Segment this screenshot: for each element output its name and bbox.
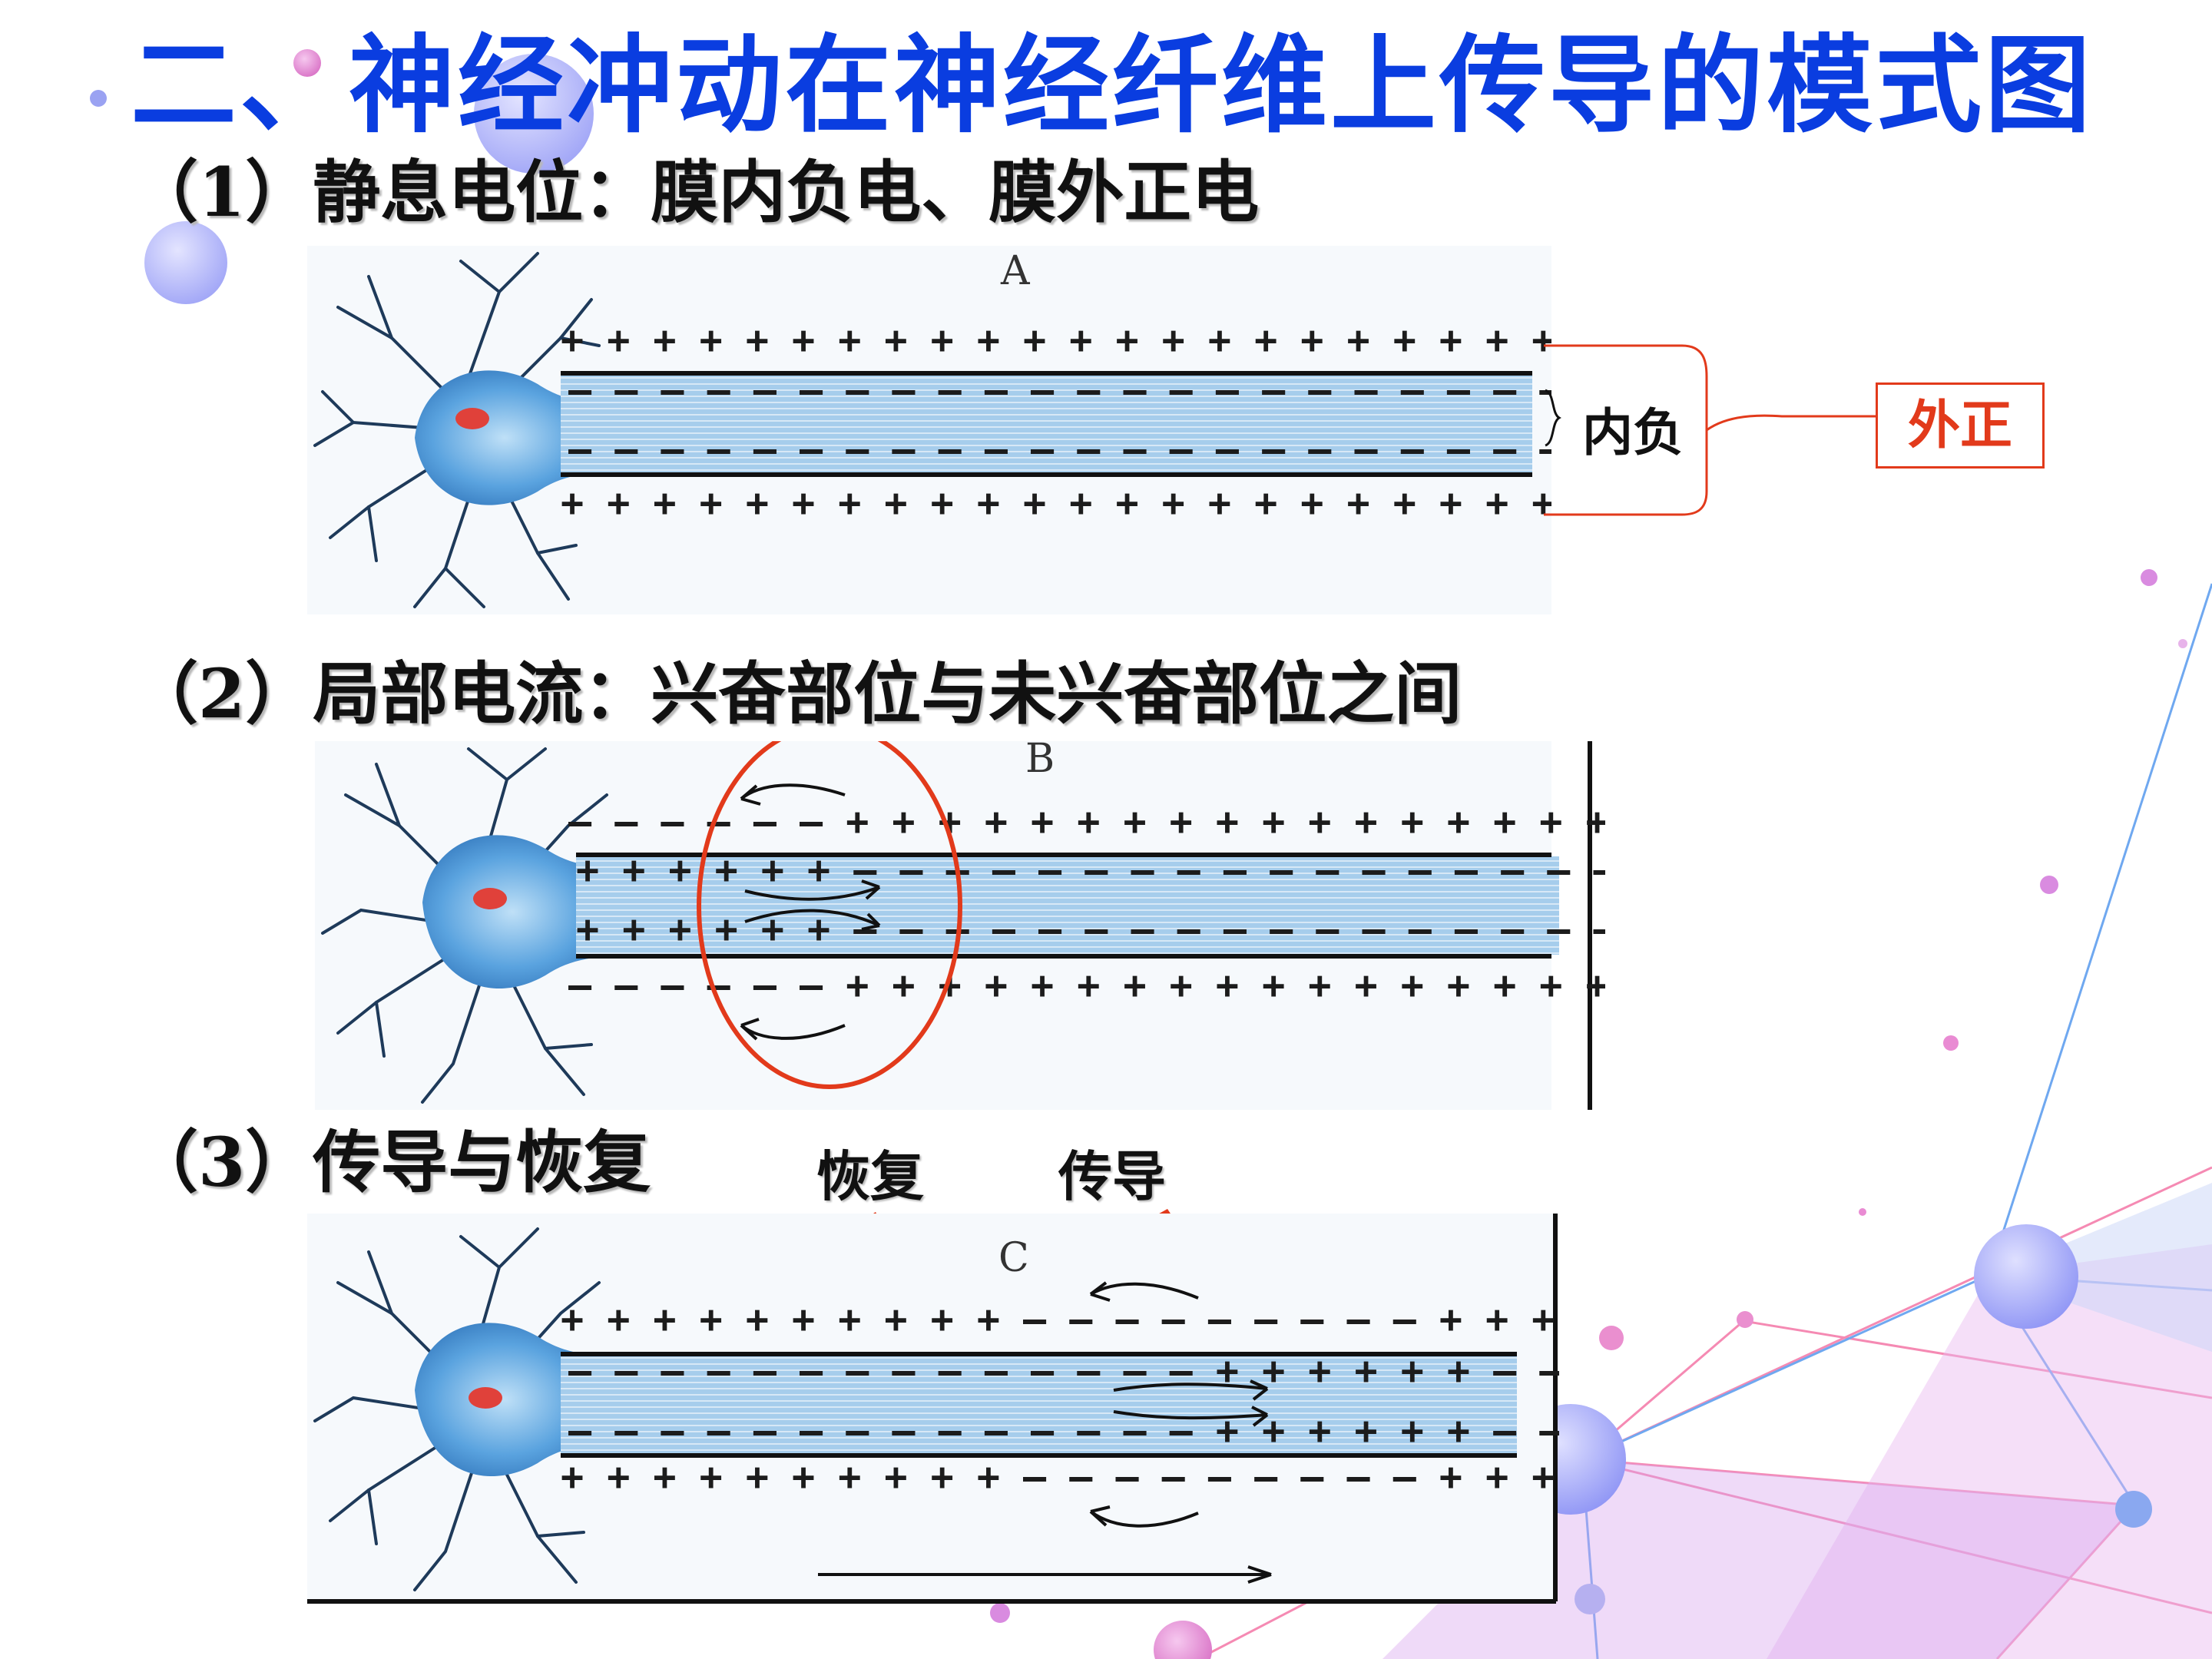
inner-charge-bottom-c: – – – – – – – – – – – – – – + + + + + + … — [568, 1409, 1559, 1453]
outer-charge-top-a: + + + + + + + + + + + + + + + + + + + + … — [561, 318, 1551, 363]
neuron-panel-b: B – – – – – – + + + + + + + + + + + + + … — [315, 741, 1605, 1110]
outer-charge-top-c: + + + + + + + + + + – – – – – – – – – + … — [561, 1297, 1559, 1342]
section-label-local-current: （2）局部电流：兴奋部位与未兴奋部位之间 — [131, 654, 1462, 733]
neuron-panel-a: A + + + + + + + + + + + + + + + + + + + … — [307, 246, 1551, 614]
neuron-panel-c: C + + + + + + + + + + – – – – – – – – – … — [307, 1214, 1559, 1605]
inner-charge-top-c: – – – – – – – – – – – – – – + + + + + + … — [568, 1349, 1559, 1393]
neuron-diagram-b: B – – – – – – + + + + + + + + + + + + + … — [315, 741, 1605, 1110]
inner-charge-bottom-a: – – – – – – – – – – – – – – – – – – – – … — [568, 427, 1551, 472]
current-arrows-c — [818, 1281, 1272, 1584]
section-label-resting: （1）静息电位：膜内负电、膜外正电 — [131, 152, 1260, 232]
outer-charge-bottom-b: – – – – – – + + + + + + + + + + + + + + … — [568, 963, 1605, 1008]
current-arrows-b — [740, 783, 881, 1041]
outer-charge-bottom-c: + + + + + + + + + + – – – – – – – – – + … — [561, 1455, 1559, 1499]
label-outer-positive: 外正 — [1876, 382, 2045, 469]
panel-letter-b: B — [1025, 741, 1055, 782]
panel-letter-c: C — [998, 1235, 1029, 1281]
excited-region-circle — [697, 741, 962, 1089]
annotation-brackets — [1544, 344, 1876, 516]
label-conduction: 传导 — [1058, 1144, 1166, 1208]
slide-title: 二、神经冲动在神经纤维上传导的模式图 — [131, 24, 2094, 147]
inner-charge-top-b: + + + + + + – – – – – – – – – – – – – – … — [576, 848, 1605, 892]
neuron-diagram-c: C + + + + + + + + + + – – – – – – – – – … — [307, 1214, 1559, 1604]
label-inner-negative: 内负 — [1582, 402, 1684, 462]
inner-charge-top-a: – – – – – – – – – – – – – – – – – – – – … — [568, 368, 1551, 412]
outer-charge-top-b: – – – – – – + + + + + + + + + + + + + + … — [568, 800, 1605, 844]
inner-charge-bottom-b: + + + + + + – – – – – – – – – – – – – – … — [576, 907, 1605, 952]
panel-letter-a: A — [1000, 248, 1031, 294]
neuron-diagram-a: A + + + + + + + + + + + + + + + + + + + … — [307, 246, 1551, 614]
label-recovery: 恢复 — [816, 1144, 924, 1208]
section-label-conduction: （3）传导与恢复 — [131, 1122, 651, 1202]
outer-charge-bottom-a: + + + + + + + + + + + + + + + + + + + + … — [561, 481, 1551, 525]
